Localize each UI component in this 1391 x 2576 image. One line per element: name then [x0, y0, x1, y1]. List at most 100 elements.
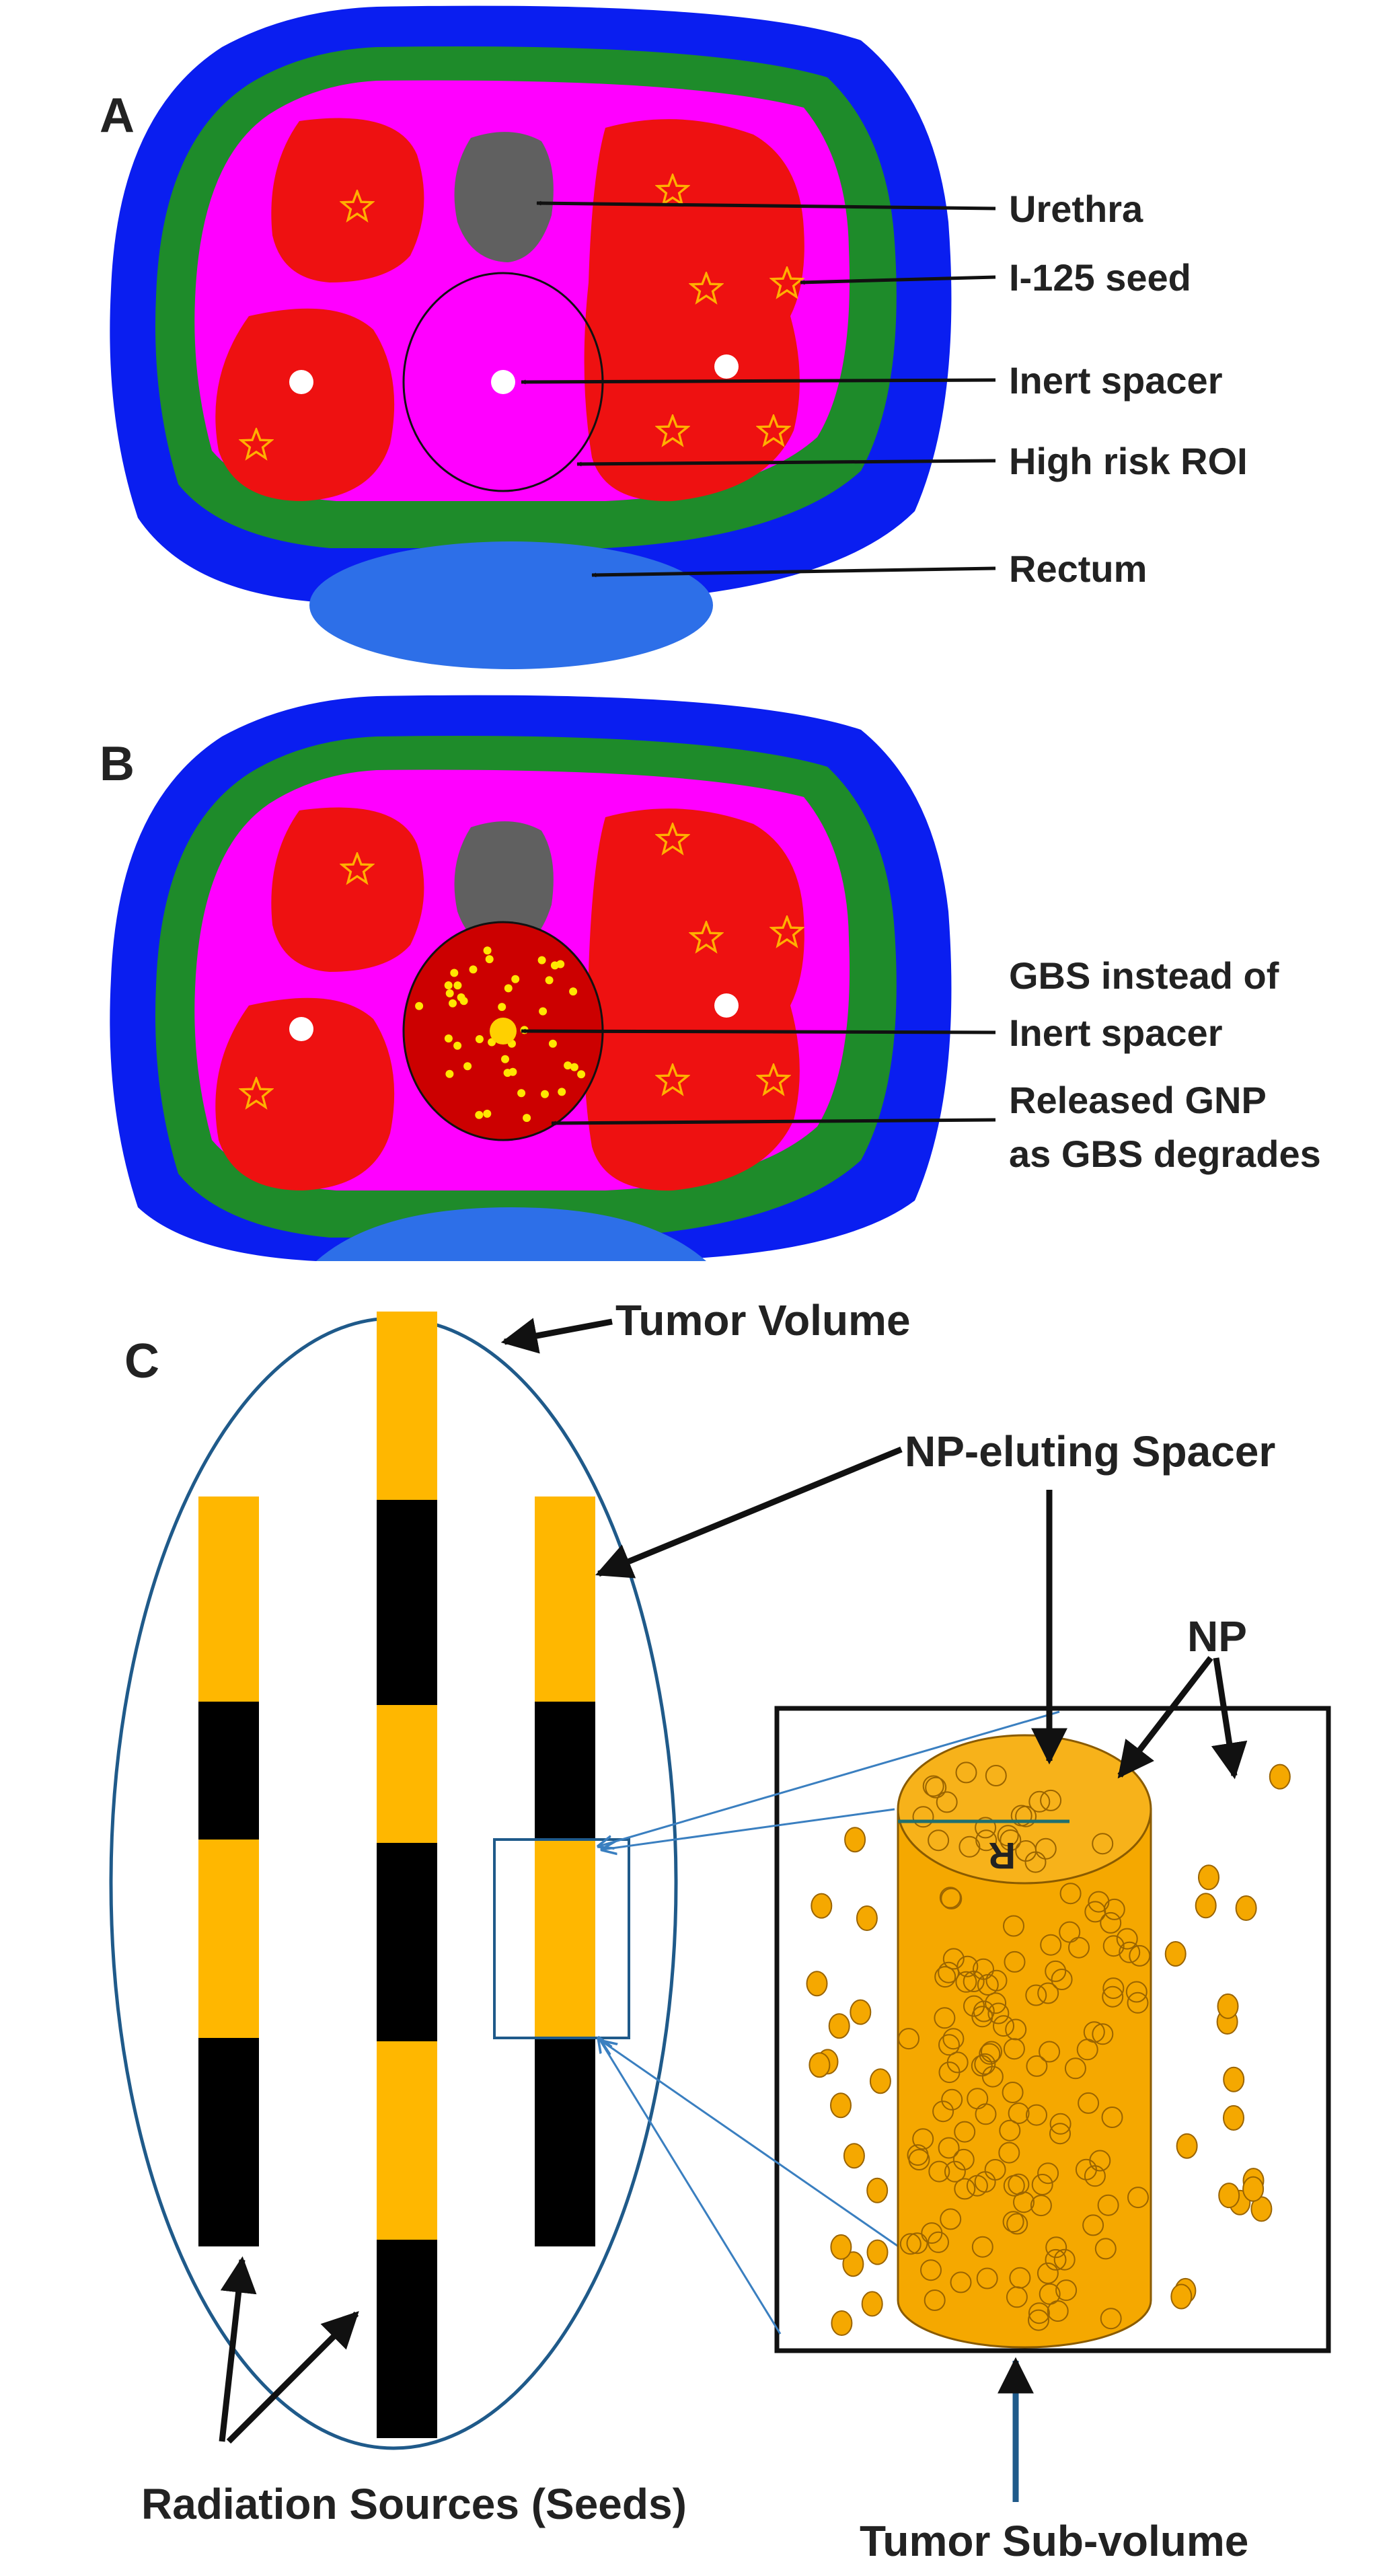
seed-strand-left [198, 1497, 259, 2246]
np-circle [1076, 2039, 1098, 2061]
gnp-dot [504, 984, 513, 993]
np-circle [999, 2119, 1021, 2142]
np-circle [1026, 2104, 1047, 2126]
gnp-dot [449, 999, 457, 1008]
label-np-eluting-spacer: NP-eluting Spacer [905, 1427, 1275, 1476]
np-circle [928, 2160, 950, 2183]
np-circle [1116, 1928, 1138, 1950]
np-circle [963, 1971, 985, 1992]
free-np-dots [806, 1764, 1291, 2336]
free-np-particle [830, 2234, 852, 2260]
panel-a-pointers [521, 200, 996, 578]
gnp-dot [475, 1110, 484, 1119]
np-circle [1059, 1883, 1082, 1905]
tumor-right [584, 119, 804, 502]
np-circle [1005, 2018, 1027, 2041]
np-circle [1008, 2103, 1030, 2124]
panel-b-letter: B [100, 737, 135, 791]
np-circle [1028, 1790, 1051, 1813]
np-circle [975, 1817, 997, 1839]
np-circle [938, 2137, 960, 2159]
gnp-dot [453, 1041, 462, 1050]
np-circle [1024, 1851, 1047, 1873]
np-circle [1037, 2262, 1059, 2284]
free-np-particle [861, 2291, 883, 2317]
np-circle [1037, 2162, 1059, 2185]
sub-volume-box [493, 1838, 630, 2039]
cylinder-np-dots [898, 1761, 1151, 2331]
np-circle [1102, 1935, 1125, 1957]
panel-c-pointers [219, 1318, 1248, 2444]
np-circle [936, 1791, 958, 1813]
panel-a: A [100, 5, 1248, 669]
np-circle [1035, 1838, 1057, 1860]
np-circle [1045, 2248, 1067, 2271]
np-circle [1097, 2194, 1119, 2216]
np-circle [1040, 1789, 1062, 1811]
gnp-dot [577, 1070, 586, 1079]
np-circle [1059, 1921, 1081, 1943]
gnp-dot [415, 1001, 424, 1010]
free-np-particle [1176, 2133, 1198, 2159]
free-np-particle [1164, 1941, 1187, 1967]
np-circle [1055, 2279, 1078, 2302]
np-circle [1002, 2082, 1024, 2103]
gnp-dot [501, 1055, 509, 1063]
free-np-particle [811, 1893, 833, 1919]
free-np-particle [1242, 2176, 1265, 2202]
free-np-particle [866, 2239, 889, 2265]
tumor-top-left [271, 118, 424, 282]
np-circle [1082, 2214, 1104, 2236]
np-circle [1002, 2211, 1024, 2233]
free-np-particle [1223, 2105, 1244, 2131]
gnp-dot [485, 955, 494, 964]
rectum [309, 541, 713, 669]
gnp-dot [503, 1069, 512, 1077]
spacer-cylinder: R [897, 1734, 1152, 2349]
free-np-particle [856, 1905, 878, 1931]
panel-a-letter: A [100, 89, 135, 143]
np-circle [912, 2128, 934, 2150]
np-circle [955, 1761, 977, 1784]
np-circle [1092, 1833, 1114, 1855]
np-circle [1039, 2041, 1061, 2063]
np-circle [1003, 1915, 1024, 1937]
gnp-dot [511, 975, 520, 983]
np-circle [1006, 2213, 1028, 2235]
np-circle [925, 1776, 947, 1798]
np-circle [1102, 1985, 1124, 2008]
gnp-dot [541, 1090, 549, 1098]
np-circle [954, 2178, 976, 2200]
np-circle [898, 2028, 919, 2050]
np-circle [1028, 2302, 1050, 2324]
panel-c-letter: C [124, 1334, 159, 1388]
label-gnp-line2: as GBS degrades [1009, 1133, 1321, 1175]
np-circle [1068, 1936, 1090, 1959]
free-np-particle [1198, 1864, 1219, 1891]
np-circle [912, 1806, 934, 1828]
gnp-dot [570, 1063, 578, 1071]
np-circle [950, 2271, 972, 2294]
np-circle [1100, 1911, 1122, 1934]
np-circle [1127, 1992, 1149, 2014]
np-circle [1040, 1934, 1062, 1956]
np-circle [1039, 2283, 1061, 2305]
tumor-left [215, 308, 395, 501]
gnp-dot [550, 961, 559, 970]
np-circle [985, 1765, 1007, 1786]
free-np-particle [831, 2310, 853, 2336]
free-np-particle [850, 1999, 872, 2025]
np-circle [1025, 1984, 1047, 2006]
np-circle [1004, 1950, 1026, 1973]
free-np-particle [842, 2251, 864, 2277]
np-circle [975, 1829, 998, 1852]
gnp-dot [450, 969, 459, 977]
np-circle [938, 2034, 960, 2056]
free-np-particle [828, 2013, 850, 2039]
np-circle [1045, 2236, 1067, 2259]
np-circle [955, 1971, 977, 1993]
free-np-particle [806, 1971, 828, 1997]
np-circle [971, 2006, 993, 2028]
gnp-dot [564, 1061, 572, 1070]
gnp-dot [523, 1114, 531, 1123]
